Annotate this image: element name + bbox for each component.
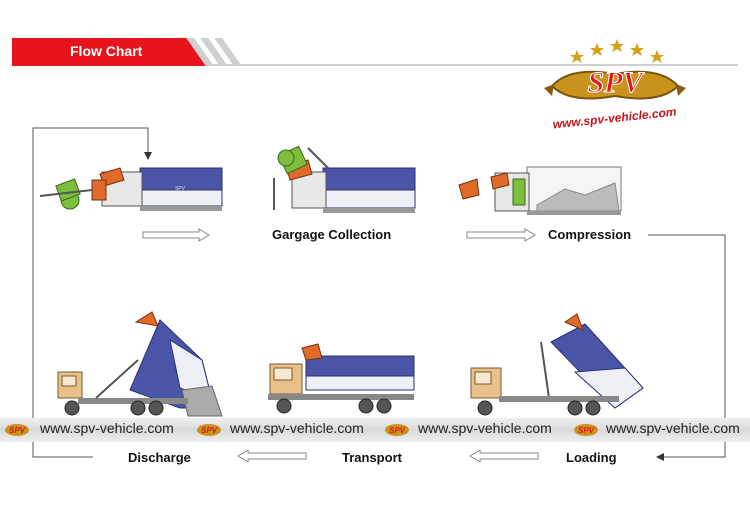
logo-brand: SPV (587, 66, 645, 99)
svg-text:SPV: SPV (175, 186, 186, 192)
svg-text:SPV: SPV (9, 426, 26, 435)
watermark-logo: SPV (574, 424, 598, 436)
svg-text:SPV: SPV (201, 426, 218, 435)
watermark-logo: SPV (197, 424, 221, 436)
spv-logo: SPV www.spv-vehicle.com (544, 39, 686, 131)
arrow-to-collection (142, 228, 210, 242)
discharge-truck-illustration (57, 311, 223, 417)
watermark-url: www.spv-vehicle.com (418, 420, 552, 436)
svg-text:SPV: SPV (389, 426, 406, 435)
watermark-logo: SPV (5, 424, 29, 436)
step-label-compression: Compression (548, 227, 632, 242)
page-title: Flow Chart (70, 43, 143, 59)
step-label-discharge: Discharge (128, 450, 191, 465)
step-label-loading: Loading (566, 450, 617, 465)
arrow-to-transport (469, 449, 539, 463)
arrow-to-discharge (237, 449, 307, 463)
header-tab: Flow Chart (12, 38, 212, 66)
header-rule (212, 64, 738, 66)
transport-truck-illustration (268, 343, 415, 414)
step-label-garbage-collection: Gargage Collection (272, 227, 392, 242)
watermark-url: www.spv-vehicle.com (40, 420, 174, 436)
garbage-collection-illustration (273, 145, 416, 213)
watermark-url: www.spv-vehicle.com (230, 420, 364, 436)
watermark-url: www.spv-vehicle.com (606, 420, 740, 436)
watermark-band (0, 418, 750, 442)
watermark-logo: SPV (385, 424, 409, 436)
compression-illustration (458, 166, 622, 215)
loading-truck-illustration (470, 313, 644, 416)
step-label-transport: Transport (342, 450, 402, 465)
arrow-to-compression (466, 228, 536, 242)
svg-text:SPV: SPV (578, 426, 595, 435)
container-bin-lift-illustration: SPV (39, 167, 223, 211)
